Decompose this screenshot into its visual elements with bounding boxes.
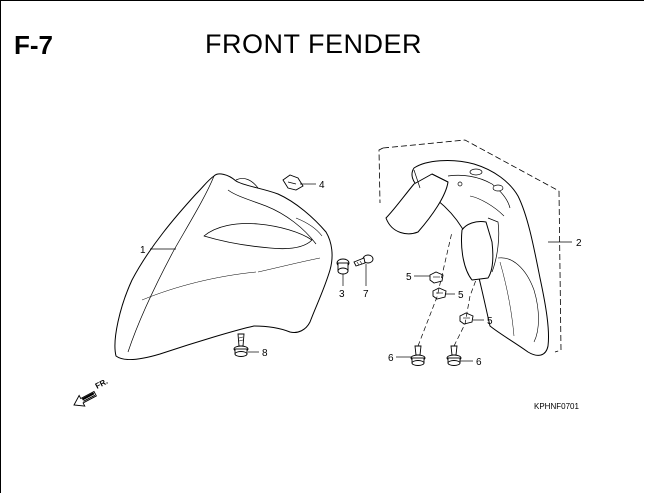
- callout-5c: 5: [487, 316, 493, 327]
- front-direction-arrow-icon: [73, 390, 97, 407]
- callout-6b: 6: [476, 357, 482, 368]
- section-code: F-7: [14, 30, 53, 60]
- grommet-part: [336, 258, 350, 275]
- leader-lines: [150, 183, 572, 362]
- callout-6a: 6: [388, 353, 394, 364]
- callout-8: 8: [262, 348, 268, 359]
- front-fender-upper-part: [114, 173, 333, 361]
- callout-5a: 5: [406, 272, 412, 283]
- front-fender-lower-part: [385, 160, 549, 356]
- callout-1: 1: [140, 245, 146, 256]
- clip-nut-part: [282, 174, 304, 191]
- diagram-code: KPHNF0701: [534, 402, 579, 411]
- assembly-lines: [417, 231, 477, 347]
- flange-bolt-part-8: [233, 333, 249, 357]
- callout-3: 3: [339, 289, 345, 300]
- callout-2: 2: [576, 238, 582, 249]
- callout-5b: 5: [458, 290, 464, 301]
- front-direction-label: FR.: [94, 377, 110, 391]
- callout-7: 7: [363, 289, 369, 300]
- flange-bolt-part-6b: [446, 345, 462, 366]
- clip-part-5a: [429, 271, 444, 284]
- clip-part-5c: [459, 312, 474, 325]
- callout-4: 4: [319, 180, 325, 191]
- clip-part-5b: [432, 287, 447, 300]
- flange-bolt-part-6a: [410, 345, 426, 366]
- page-title: FRONT FENDER: [205, 29, 423, 59]
- front-fender-lower-assembly-box: [378, 139, 562, 353]
- screw-part: [353, 254, 374, 267]
